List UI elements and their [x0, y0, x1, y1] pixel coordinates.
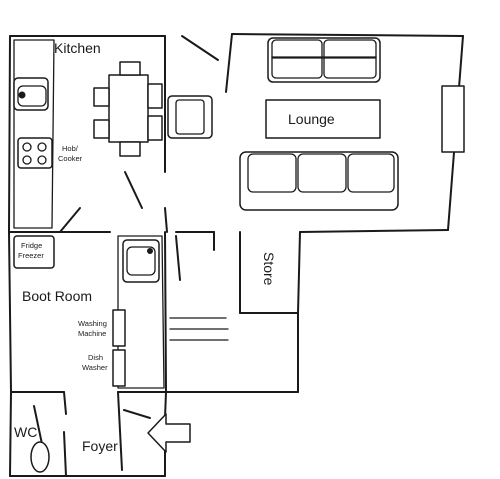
dish-washer: [112, 349, 126, 387]
sink-tap-icon: [18, 91, 26, 99]
stairs: [169, 317, 229, 341]
lounge-furniture: [167, 37, 465, 211]
outer-walls: [8, 33, 464, 477]
coffee-table: [265, 99, 381, 139]
label-cooker: Cooker: [58, 154, 83, 163]
fridge-freezer: [13, 235, 55, 269]
utility-sink: [122, 239, 160, 283]
label-store: Store: [261, 252, 277, 286]
fixture-labels: Hob/ Cooker Fridge Freezer Washing Machi…: [18, 144, 108, 372]
washing-machine: [112, 309, 126, 347]
interior-walls: [8, 35, 299, 477]
label-hob: Hob/: [62, 144, 79, 153]
dining-table: [108, 74, 149, 143]
boot-room-fixtures: [13, 235, 229, 389]
sofa-bottom: [239, 151, 399, 211]
label-fridge: Fridge: [21, 241, 42, 250]
label-kitchen: Kitchen: [54, 40, 101, 56]
label-foyer: Foyer: [82, 438, 118, 454]
entrance-arrow-icon: [147, 413, 191, 453]
side-cabinet: [441, 85, 465, 153]
label-boot-room: Boot Room: [22, 288, 92, 304]
label-freezer: Freezer: [18, 251, 44, 260]
armchair: [167, 95, 213, 139]
hob-cooker: [17, 137, 53, 169]
label-washing: Washing: [78, 319, 107, 328]
toilet: [30, 441, 50, 473]
label-machine: Machine: [78, 329, 106, 338]
label-washer: Washer: [82, 363, 108, 372]
label-wc: WC: [14, 424, 37, 440]
label-lounge: Lounge: [288, 111, 335, 127]
room-labels: Kitchen Lounge Store Boot Room WC Foyer: [14, 40, 335, 454]
label-dish: Dish: [88, 353, 103, 362]
wc-foyer-fixtures: [30, 413, 191, 473]
kitchen-fixtures: [13, 39, 163, 229]
